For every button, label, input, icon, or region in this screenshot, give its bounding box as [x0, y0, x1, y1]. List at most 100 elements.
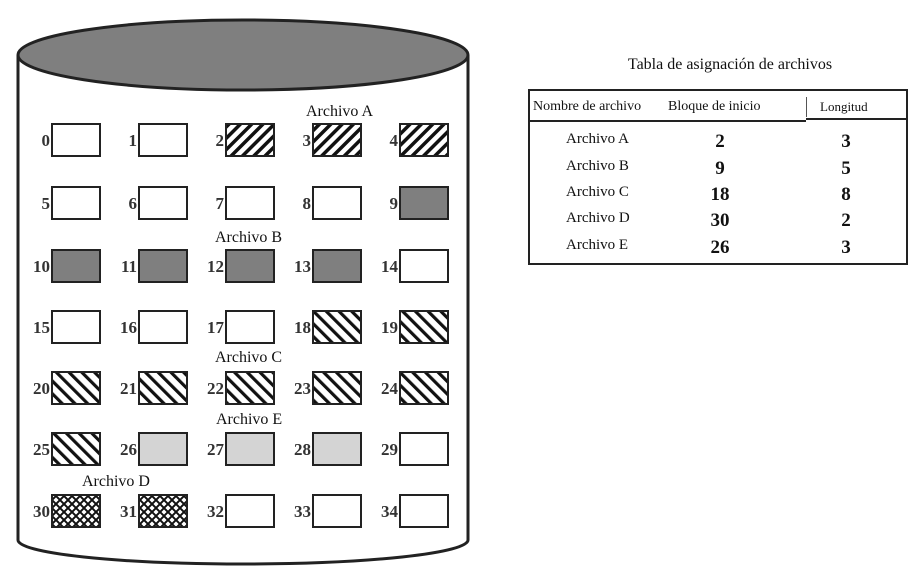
header-start-block: Bloque de inicio [668, 99, 761, 114]
block-rect [399, 432, 449, 466]
block-number: 19 [381, 318, 398, 337]
block-number: 25 [33, 440, 50, 459]
row-name: Archivo B [566, 158, 629, 174]
block-rect [312, 371, 362, 405]
block-number: 31 [120, 502, 137, 521]
file-allocation-table: Nombre de archivo Bloque de inicio Longi… [528, 89, 908, 265]
disk-block-27: 27 [207, 432, 275, 466]
block-number: 30 [33, 502, 50, 521]
row-name: Archivo E [566, 237, 629, 253]
block-number: 24 [381, 379, 399, 398]
row-start: 26 [710, 237, 730, 258]
block-rect [138, 123, 188, 157]
disk-block-22: 22 [207, 371, 275, 405]
block-number: 34 [381, 502, 399, 521]
disk-block-26: 26 [120, 432, 188, 466]
block-number: 2 [216, 131, 225, 150]
block-rect [51, 371, 101, 405]
disk-block-19: 19 [381, 310, 449, 344]
block-rect [225, 494, 275, 528]
row-length: 8 [841, 184, 851, 205]
block-rect [399, 371, 449, 405]
disk-block-33: 33 [294, 494, 362, 528]
disk-block-18: 18 [294, 310, 362, 344]
block-rect [138, 310, 188, 344]
block-number: 12 [207, 257, 224, 276]
cylinder-lid [16, 18, 470, 92]
block-rect [51, 310, 101, 344]
disk-block-11: 11 [121, 249, 188, 283]
disk-block-4: 4 [390, 123, 449, 157]
disk-block-7: 7 [216, 186, 275, 220]
block-rect [138, 186, 188, 220]
block-number: 13 [294, 257, 311, 276]
disk-block-29: 29 [381, 432, 449, 466]
block-rect [225, 186, 275, 220]
row-length: 3 [841, 237, 851, 258]
label-archivo-a: Archivo A [306, 103, 374, 120]
disk-block-15: 15 [33, 310, 101, 344]
row-length: 5 [841, 158, 851, 179]
block-rect [51, 494, 101, 528]
block-number: 0 [42, 131, 51, 150]
block-number: 17 [207, 318, 225, 337]
row-length: 3 [841, 131, 851, 152]
disk-block-20: 20 [33, 371, 101, 405]
block-rect [312, 310, 362, 344]
block-rect [312, 123, 362, 157]
block-number: 14 [381, 257, 399, 276]
label-archivo-c: Archivo C [215, 349, 282, 366]
label-archivo-d: Archivo D [82, 473, 150, 490]
fat-title: Tabla de asignación de archivos [627, 56, 833, 73]
block-number: 7 [216, 194, 225, 213]
disk-block-14: 14 [381, 249, 449, 283]
block-number: 22 [207, 379, 224, 398]
block-number: 6 [129, 194, 138, 213]
fat-header-row: Nombre de archivo Bloque de inicio Longi… [530, 91, 906, 121]
block-rect [51, 249, 101, 283]
table-row: Archivo C 18 8 [530, 184, 906, 210]
disk-block-21: 21 [120, 371, 188, 405]
block-number: 16 [120, 318, 137, 337]
disk-block-1: 1 [129, 123, 188, 157]
block-number: 10 [33, 257, 50, 276]
disk-block-8: 8 [303, 186, 362, 220]
block-rect [399, 123, 449, 157]
row-length: 2 [841, 210, 851, 231]
block-rect [312, 432, 362, 466]
block-rect [138, 249, 188, 283]
block-rect [399, 186, 449, 220]
block-number: 33 [294, 502, 311, 521]
row-name: Archivo C [566, 184, 629, 200]
disk-block-28: 28 [294, 432, 362, 466]
disk-block-10: 10 [33, 249, 101, 283]
block-rect [399, 310, 449, 344]
header-rule [806, 118, 908, 120]
block-number: 1 [129, 131, 138, 150]
disk-block-2: 2 [216, 123, 275, 157]
block-rect [138, 494, 188, 528]
block-number: 21 [120, 379, 137, 398]
block-number: 4 [390, 131, 399, 150]
table-row: Archivo D 30 2 [530, 210, 906, 236]
block-number: 15 [33, 318, 50, 337]
table-row: Archivo A 2 3 [530, 131, 906, 157]
label-archivo-b: Archivo B [215, 229, 282, 246]
disk-block-6: 6 [129, 186, 188, 220]
block-rect [399, 249, 449, 283]
block-number: 20 [33, 379, 50, 398]
block-number: 23 [294, 379, 311, 398]
block-number: 9 [390, 194, 399, 213]
disk-block-24: 24 [381, 371, 449, 405]
disk-block-16: 16 [120, 310, 188, 344]
block-rect [225, 371, 275, 405]
block-rect [225, 310, 275, 344]
block-rect [51, 186, 101, 220]
block-number: 5 [42, 194, 51, 213]
disk-block-9: 9 [390, 186, 449, 220]
block-rect [51, 432, 101, 466]
block-rect [312, 249, 362, 283]
disk-block-13: 13 [294, 249, 362, 283]
row-start: 18 [710, 184, 730, 205]
